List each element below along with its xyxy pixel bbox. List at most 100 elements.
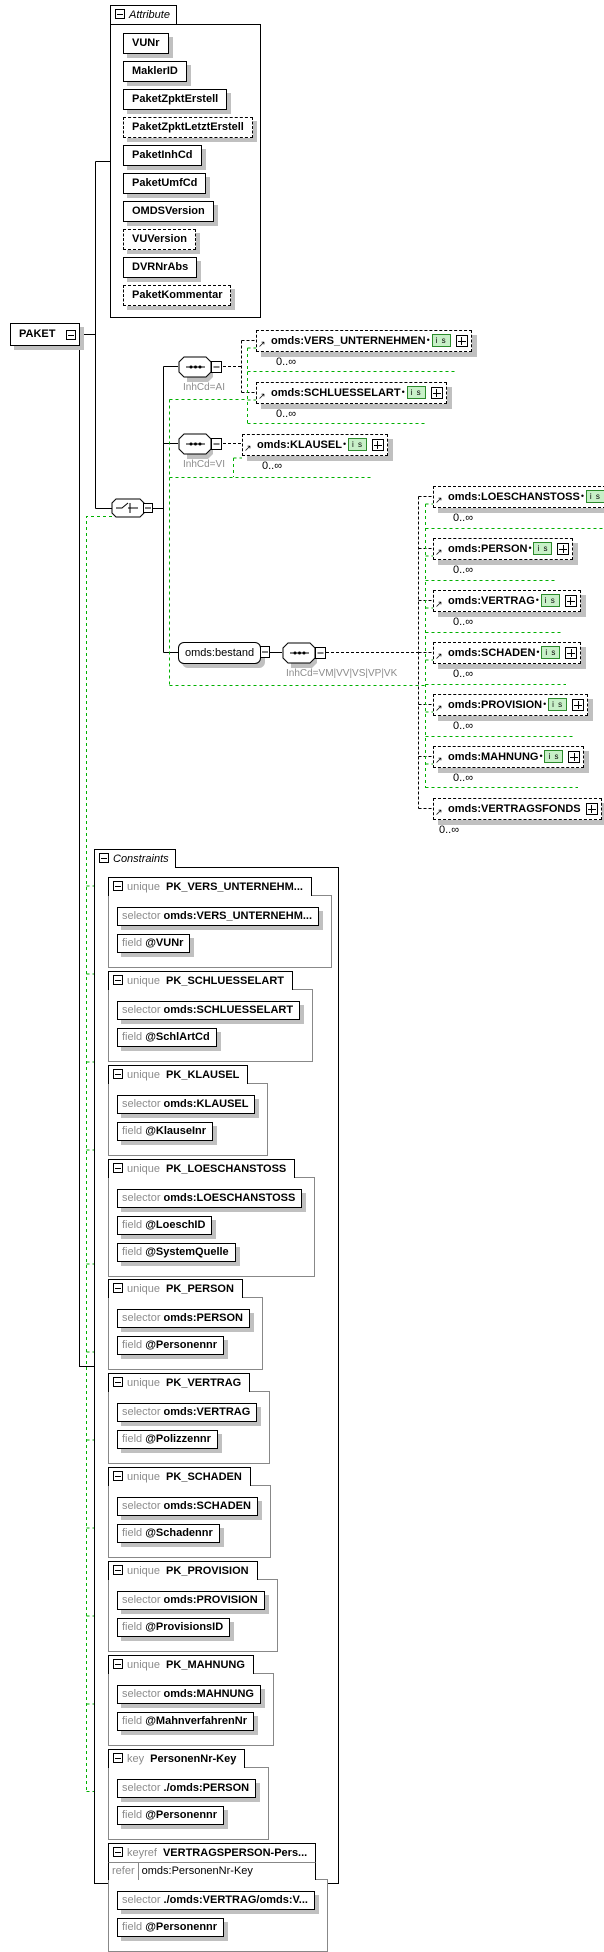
constraint-field[interactable]: field@VUNr xyxy=(117,934,191,953)
sequence-icon[interactable] xyxy=(282,642,330,668)
occurrence-label: 0..∞ xyxy=(453,564,474,576)
collapse-icon[interactable] xyxy=(66,330,77,340)
attribute-dvrnrabs[interactable]: DVRNrAbs xyxy=(123,257,198,278)
constraint-field[interactable]: field@Polizzennr xyxy=(117,1430,218,1449)
constraint-field[interactable]: field@Personennr xyxy=(117,1918,225,1937)
attribute-paketzpktletzterstell[interactable]: PaketZpktLetztErstell xyxy=(123,117,253,138)
element-name: omds:LOESCHANSTOSS xyxy=(448,491,580,503)
element-schaden[interactable]: ↗ omds:SCHADENi s xyxy=(433,642,582,664)
expand-icon[interactable] xyxy=(572,699,585,711)
choice-icon[interactable] xyxy=(110,498,154,522)
constraint-kind: keyref xyxy=(127,1847,157,1859)
reference-arrow-icon: ↗ xyxy=(435,703,443,713)
element-vers-unternehmen[interactable]: ↗ omds:VERS_UNTERNEHMENi s xyxy=(256,330,472,352)
expand-icon[interactable] xyxy=(455,335,468,347)
attribute-group-header[interactable]: Attribute xyxy=(110,5,177,24)
attribute-maklerid[interactable]: MaklerID xyxy=(123,61,187,82)
constraint-field[interactable]: field@SystemQuelle xyxy=(117,1243,236,1262)
expand-icon[interactable] xyxy=(430,387,443,399)
sequence-icon[interactable] xyxy=(178,356,226,382)
collapse-icon[interactable] xyxy=(260,646,272,660)
expand-icon[interactable] xyxy=(568,751,581,763)
collapse-icon[interactable] xyxy=(113,1847,123,1857)
constraint-header[interactable]: unique PK_VERTRAG xyxy=(108,1373,251,1392)
constraint-field[interactable]: field@Personennr xyxy=(117,1336,225,1355)
collapse-icon[interactable] xyxy=(113,1283,123,1293)
collapse-icon[interactable] xyxy=(113,881,123,891)
attribute-paketzpkterstell[interactable]: PaketZpktErstell xyxy=(123,89,228,110)
simple-content-type-icon: i s xyxy=(347,438,367,451)
attribute-vunr[interactable]: VUNr xyxy=(123,33,169,54)
collapse-icon[interactable] xyxy=(113,1471,123,1481)
collapse-icon[interactable] xyxy=(113,1377,123,1387)
constraint-name: PK_VERS_UNTERNEHM... xyxy=(166,881,303,893)
expand-icon[interactable] xyxy=(565,647,578,659)
element-vertragsfonds[interactable]: ↗ omds:VERTRAGSFONDS xyxy=(433,798,602,820)
constraint-field[interactable]: field@LoeschID xyxy=(117,1216,213,1235)
attribute-paketinhcd[interactable]: PaketInhCd xyxy=(123,145,202,166)
constraint-selector[interactable]: selector./omds:VERTRAG/omds:V... xyxy=(117,1891,315,1910)
attribute-paketumfcd[interactable]: PaketUmfCd xyxy=(123,173,207,194)
constraints-group-header[interactable]: Constraints xyxy=(94,849,176,868)
occurrence-label: 0..∞ xyxy=(453,668,474,680)
attribute-name: VUNr xyxy=(132,37,160,49)
collapse-icon[interactable] xyxy=(113,1753,123,1763)
sequence-icon[interactable] xyxy=(178,433,226,459)
constraint-name: PK_VERTRAG xyxy=(166,1377,242,1389)
element-bestand[interactable]: omds:bestand xyxy=(178,642,262,664)
constraint-field[interactable]: field@SchlArtCd xyxy=(117,1028,217,1047)
constraint-field[interactable]: field@Schadennr xyxy=(117,1524,220,1543)
expand-icon[interactable] xyxy=(557,543,570,555)
collapse-icon[interactable] xyxy=(115,9,125,19)
root-element-paket[interactable]: PAKET xyxy=(10,323,81,346)
constraint-field[interactable]: field@MahnverfahrenNr xyxy=(117,1712,254,1731)
constraint-kind: unique xyxy=(127,1377,161,1389)
collapse-icon[interactable] xyxy=(113,975,123,985)
element-schluesselart[interactable]: ↗ omds:SCHLUESSELARTi s xyxy=(256,382,447,404)
element-vertrag[interactable]: ↗ omds:VERTRAGi s xyxy=(433,590,581,612)
element-provision[interactable]: ↗ omds:PROVISIONi s xyxy=(433,694,589,716)
attribute-paketkommentar[interactable]: PaketKommentar xyxy=(123,285,232,306)
expand-icon[interactable] xyxy=(564,595,577,607)
attribute-omdsversion[interactable]: OMDSVersion xyxy=(123,201,214,222)
expand-icon[interactable] xyxy=(371,439,384,451)
attribute-vuversion[interactable]: VUVersion xyxy=(123,229,197,250)
collapse-icon[interactable] xyxy=(113,1565,123,1575)
collapse-icon[interactable] xyxy=(99,853,109,863)
constraint-field[interactable]: field@KlauseInr xyxy=(117,1122,214,1141)
element-mahnung[interactable]: ↗ omds:MAHNUNGi s xyxy=(433,746,585,768)
collapse-icon[interactable] xyxy=(113,1659,123,1669)
constraint-selector[interactable]: selector./omds:PERSON xyxy=(117,1779,257,1798)
expand-icon[interactable] xyxy=(585,803,598,815)
collapse-icon[interactable] xyxy=(113,1069,123,1079)
collapse-icon[interactable] xyxy=(113,1163,123,1173)
constraint-field[interactable]: field@ProvisionsID xyxy=(117,1618,231,1637)
element-klausel[interactable]: ↗ omds:KLAUSELi s xyxy=(242,434,388,456)
constraint-field[interactable]: field@Personennr xyxy=(117,1806,225,1825)
element-person[interactable]: ↗ omds:PERSONi s xyxy=(433,538,574,560)
element-loeschanstoss[interactable]: ↗ omds:LOESCHANSTOSSi s xyxy=(433,486,604,508)
